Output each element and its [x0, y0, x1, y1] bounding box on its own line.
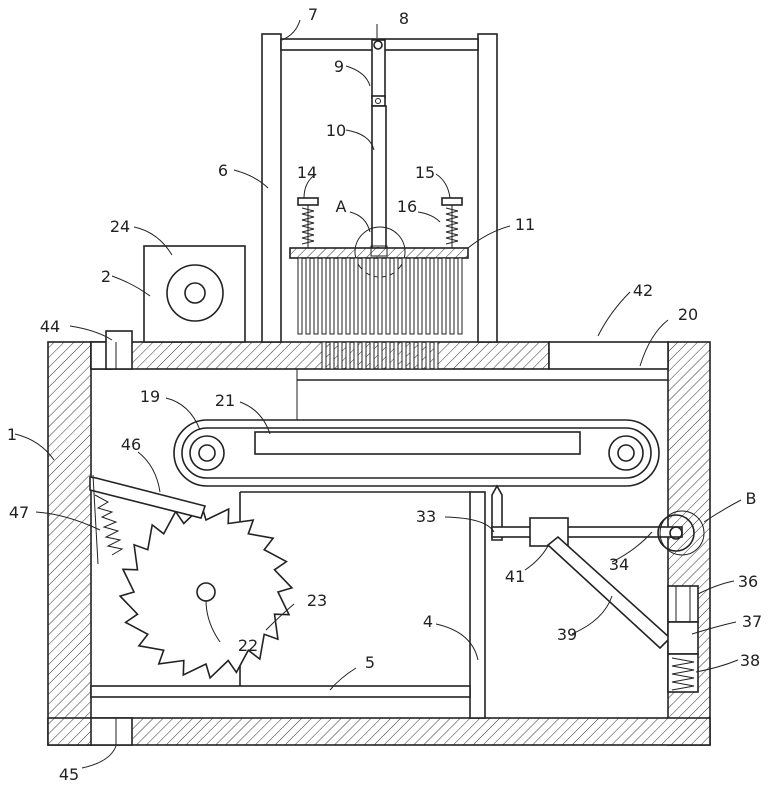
- needle: [346, 258, 350, 334]
- label-1: 1: [7, 425, 17, 444]
- needle-slot: [322, 342, 326, 369]
- crank-rod: [372, 40, 386, 254]
- label-5: 5: [365, 653, 375, 672]
- needle: [378, 258, 382, 334]
- needle-slot: [370, 342, 374, 369]
- guide-rail: [297, 369, 668, 420]
- label-4: 4: [423, 612, 433, 631]
- label-15: 15: [415, 163, 435, 182]
- needle: [450, 258, 454, 334]
- label-47: 47: [9, 503, 29, 522]
- label-45: 45: [59, 765, 79, 784]
- needle-slot: [394, 342, 398, 369]
- needle: [434, 258, 438, 334]
- conveyor: [174, 420, 659, 486]
- saw-blade: [120, 506, 292, 678]
- needle-slot: [338, 342, 342, 369]
- label-22: 22: [238, 636, 258, 655]
- needle: [338, 258, 342, 334]
- label-9: 9: [334, 57, 344, 76]
- needle: [458, 258, 462, 334]
- label-6: 6: [218, 161, 228, 180]
- needle: [314, 258, 318, 334]
- label-2: 2: [101, 267, 111, 286]
- label-21: 21: [215, 391, 235, 410]
- label-23: 23: [307, 591, 327, 610]
- needle-slot: [354, 342, 358, 369]
- label-42: 42: [633, 281, 653, 300]
- needle-slot: [378, 342, 382, 369]
- needle: [386, 258, 390, 334]
- label-37: 37: [742, 612, 762, 631]
- label-33: 33: [416, 507, 436, 526]
- label-14: 14: [297, 163, 317, 182]
- needle: [330, 258, 334, 334]
- needle-slot: [418, 342, 422, 369]
- needle: [426, 258, 430, 334]
- label-39: 39: [557, 625, 577, 644]
- needle: [370, 258, 374, 334]
- needle: [418, 258, 422, 334]
- spring-left: [298, 198, 318, 248]
- label-A: A: [336, 197, 347, 216]
- label-41: 41: [505, 567, 525, 586]
- needle: [298, 258, 302, 334]
- needle: [442, 258, 446, 334]
- label-16: 16: [397, 197, 417, 216]
- motor-box: [144, 246, 245, 342]
- needle-slot: [346, 342, 350, 369]
- label-34: 34: [609, 555, 629, 574]
- label-11: 11: [515, 215, 535, 234]
- inlet-pipe-44: [106, 331, 132, 369]
- needle: [322, 258, 326, 334]
- needles: [298, 258, 462, 369]
- label-36: 36: [738, 572, 758, 591]
- needle: [402, 258, 406, 334]
- needle: [354, 258, 358, 334]
- label-19: 19: [140, 387, 160, 406]
- needle: [410, 258, 414, 334]
- needle-slot: [410, 342, 414, 369]
- needle-slot: [330, 342, 334, 369]
- spring-right: [442, 198, 462, 248]
- label-B: B: [746, 489, 757, 508]
- needle-slot: [426, 342, 430, 369]
- needle: [394, 258, 398, 334]
- needle-slot: [402, 342, 406, 369]
- label-44: 44: [40, 317, 60, 336]
- outlet-45-gap: [91, 718, 132, 745]
- label-20: 20: [678, 305, 698, 324]
- label-46: 46: [121, 435, 141, 454]
- label-8: 8: [399, 9, 409, 28]
- needle-slot: [362, 342, 366, 369]
- needle: [362, 258, 366, 334]
- needle-slot: [434, 342, 438, 369]
- needle-slot: [386, 342, 390, 369]
- label-10: 10: [326, 121, 346, 140]
- label-38: 38: [740, 651, 760, 670]
- needle: [306, 258, 310, 334]
- label-7: 7: [308, 5, 318, 24]
- label-24: 24: [110, 217, 130, 236]
